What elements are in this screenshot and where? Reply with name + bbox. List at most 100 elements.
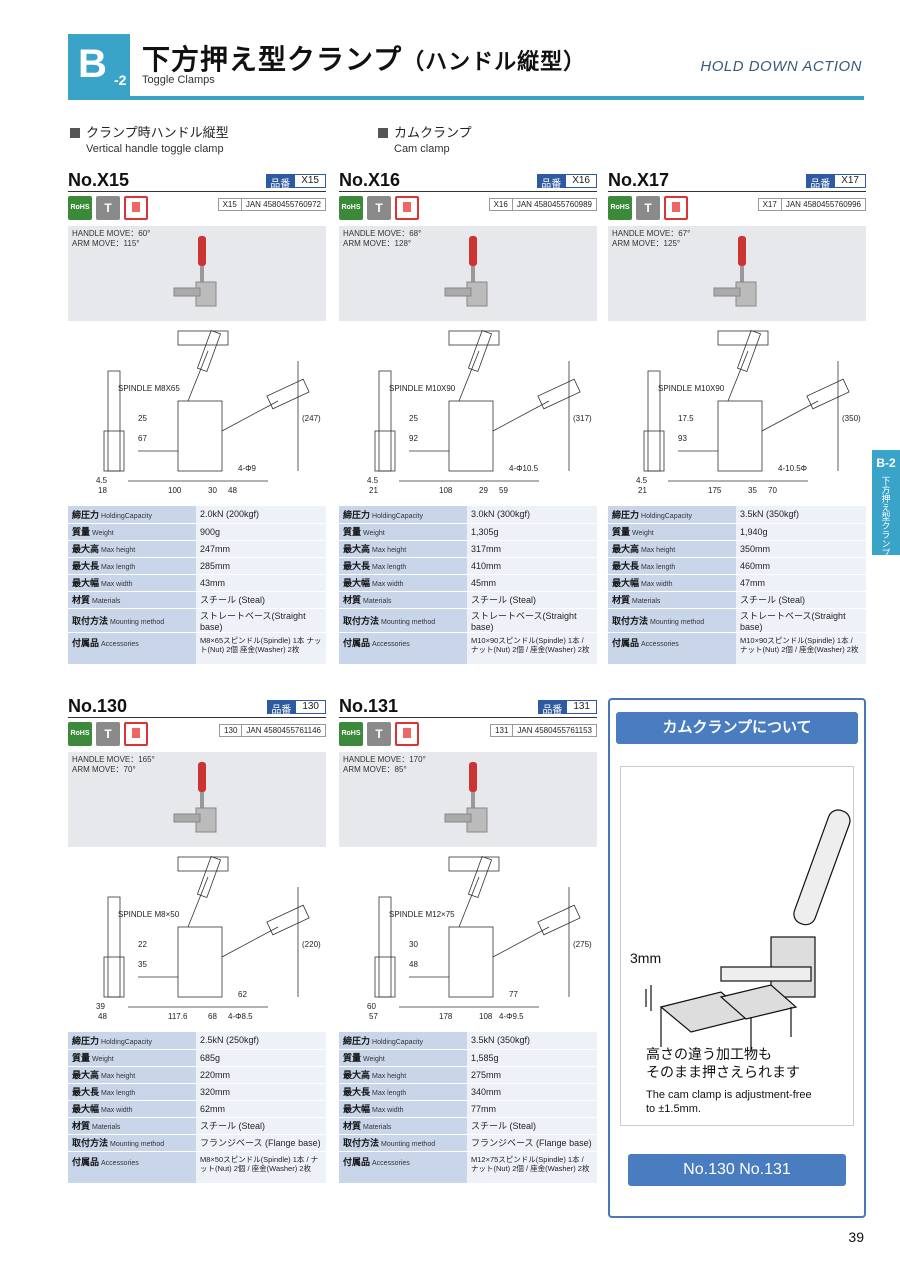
product-x16: No.X16 品番 X16 RoHS T X16 JAN 45804557609… bbox=[339, 170, 597, 665]
page-title: 下方押え型クランプ（ハンドル縦型） bbox=[142, 38, 586, 78]
spec-value-capacity: 2.0kN (200kgf) bbox=[196, 506, 326, 524]
spec-value-width: 43mm bbox=[196, 574, 326, 592]
spec-value-height: 275mm bbox=[467, 1066, 597, 1084]
dimension-drawing: SPINDLE M8×50 (220) 117.6 68 4-Φ8.5 48 6… bbox=[68, 847, 326, 1032]
product-header: No.131 品番 131 bbox=[339, 696, 597, 718]
drawing-svg: SPINDLE M10X90 (350) 175 35 70 21 4-10.5… bbox=[636, 329, 861, 495]
dim-a: (350) bbox=[842, 414, 861, 423]
jan-number: JAN 4580455760989 bbox=[511, 199, 596, 210]
jan-number: JAN 4580455761153 bbox=[512, 725, 596, 736]
product-x15: No.X15 品番 X15 RoHS T X15 JAN 45804557609… bbox=[68, 170, 326, 665]
cam-en-line1: The cam clamp is adjustment-free bbox=[646, 1089, 812, 1101]
spec-value-weight: 685g bbox=[196, 1049, 326, 1067]
spec-value-width: 62mm bbox=[196, 1100, 326, 1118]
cam-footer-button[interactable]: No.130 No.131 bbox=[628, 1154, 846, 1186]
spec-value-length: 340mm bbox=[467, 1083, 597, 1101]
product-header: No.130 品番 130 bbox=[68, 696, 326, 718]
category-cam: カムクランプ Cam clamp bbox=[378, 122, 472, 155]
spec-value-length: 320mm bbox=[196, 1083, 326, 1101]
jan-box: 131 JAN 4580455761153 bbox=[490, 724, 597, 737]
dim-e: 18 bbox=[98, 486, 107, 495]
product-name: No.X16 bbox=[339, 170, 401, 190]
side-tab-text: 下方押え型クランプ bbox=[880, 476, 891, 557]
page-number: 39 bbox=[848, 1229, 864, 1245]
product-130: No.130 品番 130 RoHS T 130 JAN 45804557611… bbox=[68, 696, 326, 1184]
dim-d: 48 bbox=[228, 486, 237, 495]
badge-row: RoHS T X16 JAN 4580455760989 bbox=[339, 196, 597, 226]
dim-a: (247) bbox=[302, 414, 321, 423]
cam-illustration bbox=[620, 766, 854, 1126]
dim-spindle: SPINDLE M8×50 bbox=[118, 910, 180, 919]
header-divider bbox=[68, 96, 864, 100]
spec-value-materials: スチール (Steal) bbox=[467, 1117, 597, 1135]
spec-value-width: 45mm bbox=[467, 574, 597, 592]
jan-code: 131 bbox=[495, 726, 509, 735]
cam-mm-label: 3mm bbox=[630, 950, 662, 966]
spec-value-height: 317mm bbox=[467, 540, 597, 558]
spec-value-mounting: ストレートベース(Straight base) bbox=[196, 608, 326, 633]
badge-row: RoHS T 131 JAN 4580455761153 bbox=[339, 722, 597, 752]
handle-move: HANDLE MOVE：165° bbox=[72, 755, 155, 764]
code-label: 品番 bbox=[538, 700, 567, 716]
spec-value-accessories: M10×90スピンドル(Spindle) 1本 / ナット(Nut) 2個 / … bbox=[736, 632, 866, 665]
rohs-icon: RoHS bbox=[68, 196, 92, 220]
side-tab[interactable]: B-2 下方押え型クランプ bbox=[872, 450, 900, 557]
warning-icon bbox=[395, 722, 419, 746]
dim-d: 59 bbox=[499, 486, 508, 495]
dim-e: 21 bbox=[369, 486, 378, 495]
dim-b: 117.6 bbox=[168, 1012, 188, 1021]
spec-value-height: 350mm bbox=[736, 540, 866, 558]
category-en: Cam clamp bbox=[394, 143, 450, 155]
spec-value-mounting: フランジベース (Flange base) bbox=[467, 1134, 597, 1152]
jan-box: X15 JAN 4580455760972 bbox=[217, 198, 326, 211]
move-info: HANDLE MOVE：60° ARM MOVE：115° bbox=[72, 229, 150, 248]
drawing-svg: SPINDLE M8X65 (247) 100 30 48 18 4-Φ9 25… bbox=[96, 329, 321, 495]
jan-box: X16 JAN 4580455760989 bbox=[488, 198, 597, 211]
dim-spindle: SPINDLE M8X65 bbox=[118, 384, 180, 393]
jan-box: X17 JAN 4580455760996 bbox=[757, 198, 866, 211]
spec-value-capacity: 3.5kN (350kgf) bbox=[467, 1032, 597, 1050]
move-info: HANDLE MOVE：67° ARM MOVE：125° bbox=[612, 229, 690, 248]
dim-f: 4-Φ9 bbox=[238, 464, 256, 473]
spec-value-weight: 1,585g bbox=[467, 1049, 597, 1067]
category-vertical: クランプ時ハンドル縦型 Vertical handle toggle clamp bbox=[70, 122, 229, 155]
section-letter: B bbox=[78, 42, 107, 86]
cam-en-line2: to ±1.5mm. bbox=[646, 1103, 701, 1116]
badge-row: RoHS T X15 JAN 4580455760972 bbox=[68, 196, 326, 226]
title-main: 下方押え型クランプ bbox=[142, 44, 403, 75]
tool-icon: T bbox=[636, 196, 660, 220]
rohs-icon: RoHS bbox=[608, 196, 632, 220]
spec-value-accessories: M12×75スピンドル(Spindle) 1本 / ナット(Nut) 2個 / … bbox=[467, 1151, 597, 1184]
spec-value-length: 285mm bbox=[196, 557, 326, 575]
code-value: X15 bbox=[294, 174, 326, 188]
spec-value-height: 220mm bbox=[196, 1066, 326, 1084]
badge-row: RoHS T 130 JAN 4580455761146 bbox=[68, 722, 326, 752]
code-label: 品番 bbox=[266, 174, 295, 190]
cam-clamp-info-panel: カムクランプについて 3mm 高さの違う加工物も そのまま押さえられます The… bbox=[608, 698, 866, 1218]
